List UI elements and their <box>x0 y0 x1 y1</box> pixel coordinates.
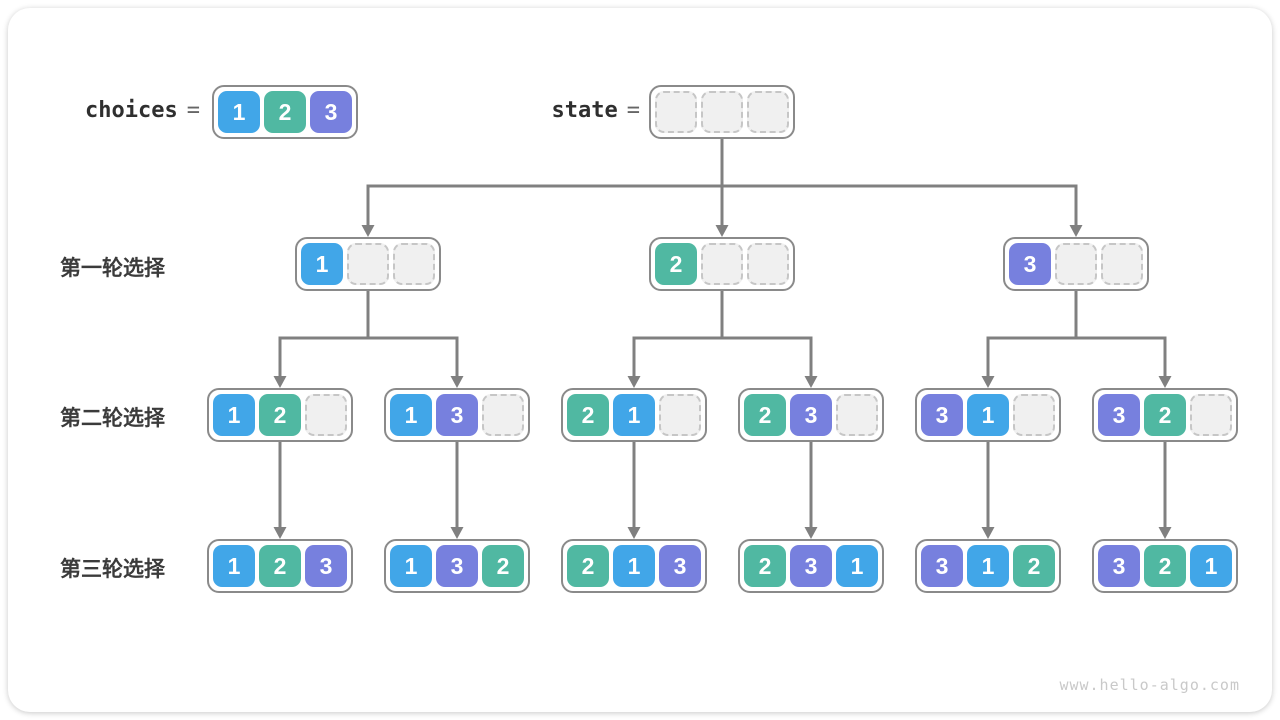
array-cell <box>393 243 435 285</box>
array-cell <box>1190 394 1232 436</box>
connector-arrowheads <box>273 225 1172 539</box>
choices-array: 1 2 3 <box>212 85 358 139</box>
array-cell: 2 <box>259 394 301 436</box>
state-array-r3-0: 1 2 3 <box>207 539 353 593</box>
state-array-r2-1: 1 3 <box>384 388 530 442</box>
array-cell <box>701 91 743 133</box>
array-cell: 1 <box>613 545 655 587</box>
array-cell <box>659 394 701 436</box>
array-cell: 2 <box>1144 545 1186 587</box>
state-array-root <box>649 85 795 139</box>
choices-label: choices = <box>40 98 200 123</box>
array-cell: 1 <box>967 394 1009 436</box>
state-array-r2-4: 3 1 <box>915 388 1061 442</box>
array-cell: 3 <box>659 545 701 587</box>
array-cell: 1 <box>301 243 343 285</box>
array-cell: 3 <box>790 545 832 587</box>
array-cell: 2 <box>1013 545 1055 587</box>
array-cell <box>747 243 789 285</box>
array-cell <box>347 243 389 285</box>
array-cell <box>701 243 743 285</box>
array-cell <box>655 91 697 133</box>
array-cell: 2 <box>744 545 786 587</box>
array-cell: 1 <box>213 394 255 436</box>
array-cell: 2 <box>567 394 609 436</box>
array-cell: 1 <box>836 545 878 587</box>
state-array-r2-2: 2 1 <box>561 388 707 442</box>
array-cell: 3 <box>921 394 963 436</box>
array-cell <box>747 91 789 133</box>
array-cell: 3 <box>1098 545 1140 587</box>
array-cell <box>1101 243 1143 285</box>
array-cell: 3 <box>436 545 478 587</box>
state-label: state = <box>480 98 640 123</box>
array-cell: 3 <box>1098 394 1140 436</box>
array-cell: 3 <box>310 91 352 133</box>
array-cell: 3 <box>1009 243 1051 285</box>
array-cell: 3 <box>790 394 832 436</box>
state-array-r2-0: 1 2 <box>207 388 353 442</box>
array-cell: 1 <box>613 394 655 436</box>
round-2-label: 第二轮选择 <box>60 407 165 430</box>
watermark: www.hello-algo.com <box>1059 676 1240 694</box>
array-cell: 1 <box>967 545 1009 587</box>
state-array-r3-2: 2 1 3 <box>561 539 707 593</box>
array-cell: 1 <box>213 545 255 587</box>
state-equals-sign: = <box>626 98 640 123</box>
array-cell: 2 <box>264 91 306 133</box>
choices-label-text: choices <box>85 98 178 123</box>
state-array-r2-5: 3 2 <box>1092 388 1238 442</box>
array-cell: 1 <box>390 545 432 587</box>
state-array-r2-3: 2 3 <box>738 388 884 442</box>
array-cell: 2 <box>482 545 524 587</box>
array-cell: 2 <box>655 243 697 285</box>
array-cell <box>305 394 347 436</box>
array-cell <box>1013 394 1055 436</box>
connector-lines <box>278 137 1167 529</box>
array-cell: 2 <box>1144 394 1186 436</box>
state-array-r3-3: 2 3 1 <box>738 539 884 593</box>
state-label-text: state <box>551 98 618 123</box>
round-1-label: 第一轮选择 <box>60 257 165 280</box>
round-3-label: 第三轮选择 <box>60 558 165 581</box>
state-array-r3-4: 3 1 2 <box>915 539 1061 593</box>
array-cell: 2 <box>744 394 786 436</box>
array-cell: 3 <box>921 545 963 587</box>
array-cell <box>482 394 524 436</box>
array-cell <box>836 394 878 436</box>
array-cell: 3 <box>305 545 347 587</box>
array-cell: 2 <box>567 545 609 587</box>
choices-equals-sign: = <box>186 98 200 123</box>
array-cell: 3 <box>436 394 478 436</box>
array-cell <box>1055 243 1097 285</box>
array-cell: 1 <box>390 394 432 436</box>
state-array-r1-1: 2 <box>649 237 795 291</box>
array-cell: 1 <box>218 91 260 133</box>
state-array-r1-2: 3 <box>1003 237 1149 291</box>
state-array-r3-1: 1 3 2 <box>384 539 530 593</box>
array-cell: 2 <box>259 545 301 587</box>
array-cell: 1 <box>1190 545 1232 587</box>
state-array-r1-0: 1 <box>295 237 441 291</box>
state-array-r3-5: 3 2 1 <box>1092 539 1238 593</box>
